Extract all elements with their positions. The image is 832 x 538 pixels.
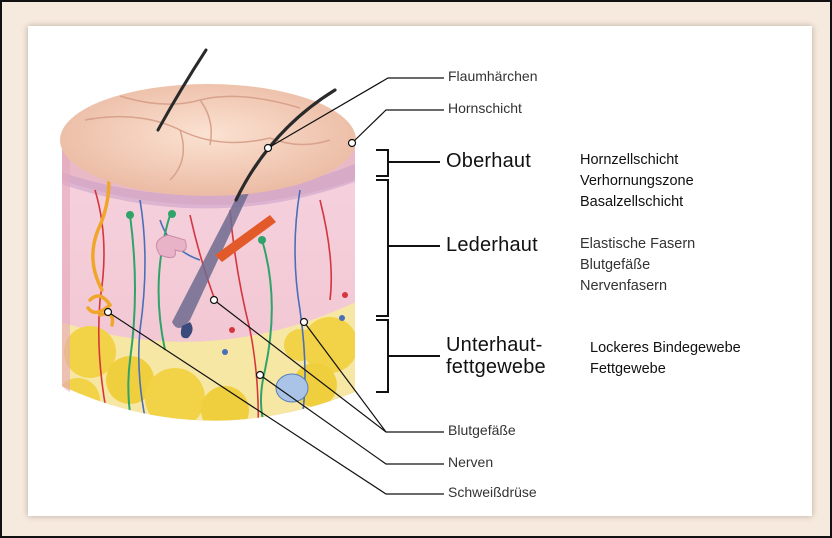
label-hornschicht: Hornschicht <box>448 100 522 116</box>
unterhaut-items: Lockeres Bindegewebe Fettgewebe <box>590 338 741 380</box>
list-item: Nervenfasern <box>580 276 695 297</box>
oberhaut-items: Hornzellschicht Verhornungszone Basalzel… <box>580 150 694 213</box>
layer-name-unterhaut: Unterhaut- fettgewebe <box>446 334 546 378</box>
label-schweissdruese: Schweißdrüse <box>448 484 537 500</box>
list-item: Blutgefäße <box>580 255 695 276</box>
label-nerven: Nerven <box>448 454 493 470</box>
list-item: Lockeres Bindegewebe <box>590 338 741 359</box>
list-item: Verhornungszone <box>580 171 694 192</box>
list-item: Basalzellschicht <box>580 192 694 213</box>
layer-name-unterhaut-line1: Unterhaut- <box>446 334 546 356</box>
skin-surface <box>60 50 356 200</box>
lederhaut-items: Elastische Fasern Blutgefäße Nervenfaser… <box>580 234 695 297</box>
list-item: Fettgewebe <box>590 359 741 380</box>
layer-brackets <box>376 150 440 392</box>
list-item: Hornzellschicht <box>580 150 694 171</box>
label-flaumhaerchen: Flaumhärchen <box>448 68 538 84</box>
layer-name-oberhaut: Oberhaut <box>446 150 531 173</box>
list-item: Elastische Fasern <box>580 234 695 255</box>
layer-name-lederhaut: Lederhaut <box>446 234 538 257</box>
layer-name-unterhaut-line2: fettgewebe <box>446 356 546 378</box>
label-blutgefaesse: Blutgefäße <box>448 422 516 438</box>
